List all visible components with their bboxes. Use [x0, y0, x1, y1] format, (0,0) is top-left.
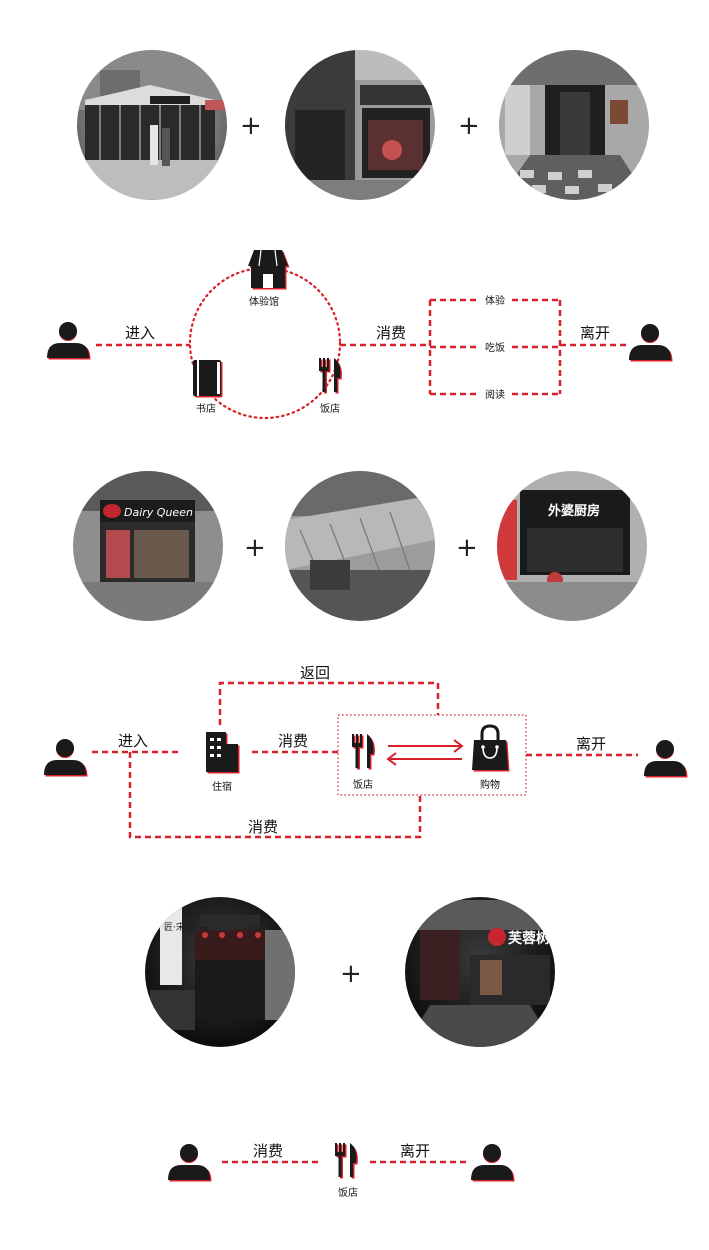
- building-icon: [206, 732, 240, 774]
- experience-hall-icon: [248, 249, 290, 290]
- leave-label-2: 离开: [576, 735, 606, 753]
- consume-loop-path: [128, 752, 422, 839]
- photo-shop-fronts: [285, 50, 435, 200]
- diagram3: 消费 饭店 离开: [168, 1142, 515, 1199]
- leaving-visitor-icon: [629, 324, 673, 362]
- diagram2: 返回 进入 消费 住宿 消费 饭店: [44, 664, 688, 839]
- photo-arcade-corridor: [499, 50, 649, 200]
- fork-knife-icon: [319, 358, 342, 394]
- leave-label-1: 离开: [580, 324, 610, 342]
- activity-eat: 吃饭: [485, 341, 505, 354]
- photo-mall-atrium: [285, 471, 435, 621]
- diagram1: 进入 体验馆 书店 饭店 消费: [47, 249, 673, 420]
- leaving-visitor-icon-3: [471, 1144, 515, 1182]
- book-icon: [193, 360, 223, 398]
- fork-knife-icon-3: [335, 1143, 358, 1179]
- consume-label-1: 消费: [376, 324, 406, 342]
- experience-hall-label: 体验馆: [249, 295, 279, 308]
- photo-dairy-queen: Dairy Queen: [73, 471, 223, 621]
- return-label: 返回: [300, 664, 330, 682]
- visitor-icon: [47, 322, 91, 360]
- visitor-icon-3: [168, 1144, 212, 1182]
- plus-sign-1: +: [240, 111, 262, 141]
- shop-sign-text: 外婆厨房: [547, 503, 600, 519]
- plus-sign-5: +: [340, 959, 362, 989]
- fork-knife-icon-2: [352, 734, 375, 770]
- consume-label-3: 消费: [253, 1142, 283, 1160]
- lodging-label: 住宿: [212, 780, 232, 793]
- plus-sign-3: +: [244, 533, 266, 563]
- leave-label-3: 离开: [400, 1142, 430, 1160]
- photo-night-restaurant: 匠·宋·口·味: [145, 897, 295, 1047]
- shopping-label: 购物: [480, 778, 500, 791]
- restaurant-label-1: 饭店: [320, 402, 340, 415]
- return-path: [218, 681, 440, 725]
- activity-experience: 体验: [485, 294, 505, 307]
- photo-grandma-kitchen: 外婆厨房: [497, 471, 647, 621]
- bookstore-label: 书店: [196, 402, 216, 415]
- exchange-arrows: [386, 739, 464, 766]
- enter-label: 进入: [125, 324, 155, 342]
- photo-glass-pavilion: [77, 50, 227, 200]
- furong-sign-text: 芙蓉树下: [507, 930, 564, 947]
- consume-label-top: 消费: [278, 732, 308, 750]
- consume-label-bottom: 消费: [248, 818, 278, 836]
- enter-label-2: 进入: [118, 732, 148, 750]
- photo-furong-tree: 芙蓉树下: [405, 897, 564, 1047]
- shopping-bag-icon: [472, 724, 510, 772]
- plus-sign-2: +: [458, 111, 480, 141]
- restaurant-label-3: 饭店: [338, 1186, 358, 1199]
- activity-read: 阅读: [485, 388, 505, 401]
- restaurant-label-2: 饭店: [353, 778, 373, 791]
- leaving-visitor-icon-2: [644, 740, 688, 778]
- dq-sign-text: Dairy Queen: [124, 506, 193, 519]
- visitor-icon-2: [44, 739, 88, 777]
- plus-sign-4: +: [456, 533, 478, 563]
